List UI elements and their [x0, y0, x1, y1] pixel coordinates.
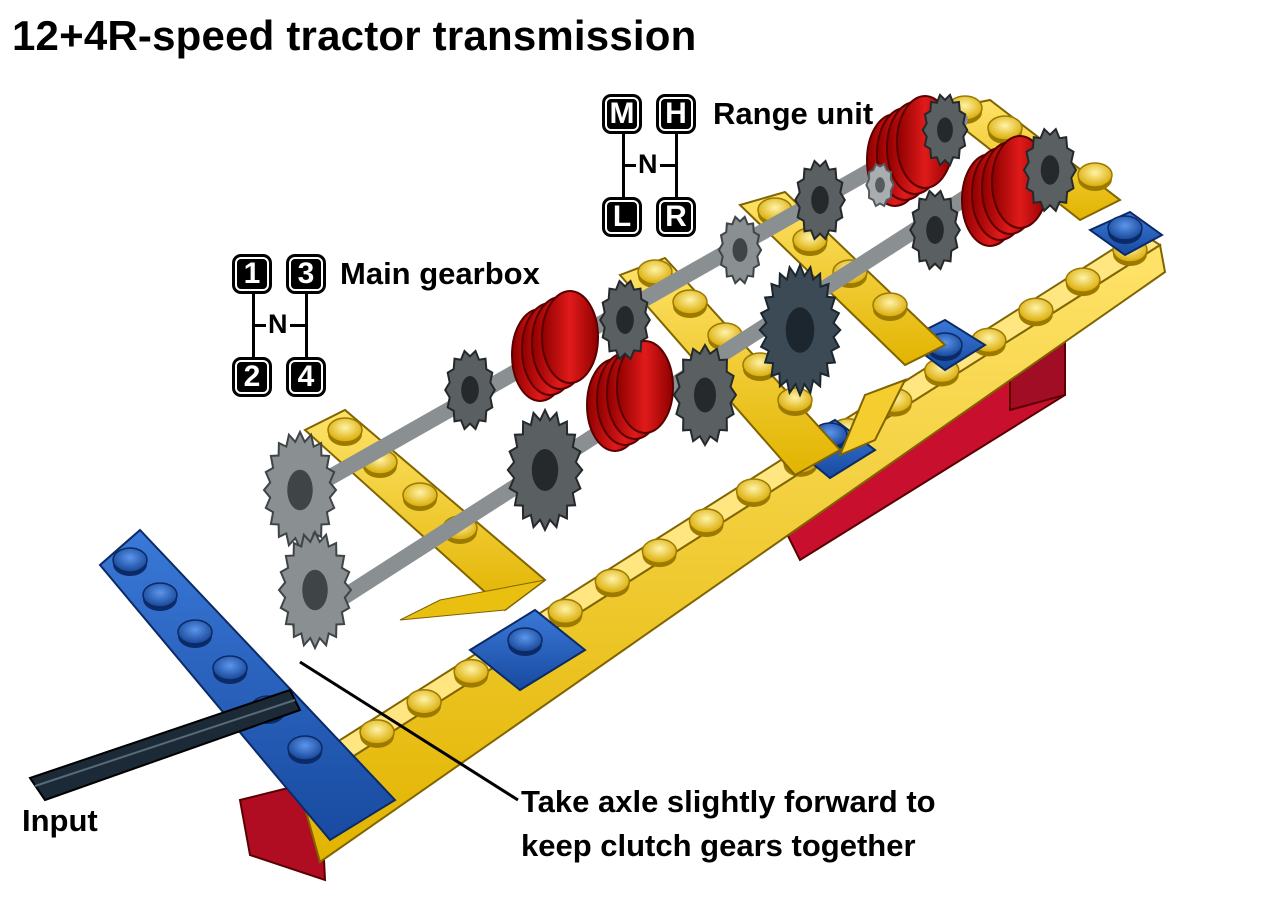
stud	[453, 658, 489, 688]
stud	[688, 508, 725, 538]
stud	[641, 538, 678, 568]
stud	[547, 598, 584, 628]
gear	[444, 349, 496, 431]
stud	[327, 417, 363, 446]
range-key-r: R	[656, 197, 696, 237]
gear	[758, 262, 842, 398]
stud	[212, 655, 248, 684]
range-neutral: N	[636, 149, 660, 179]
stud	[1077, 162, 1113, 191]
gear	[794, 159, 846, 241]
stud	[672, 289, 708, 318]
gear	[717, 215, 763, 285]
stud	[359, 719, 395, 748]
stud	[507, 627, 543, 656]
stud	[287, 735, 323, 764]
gears	[262, 93, 1078, 651]
stud	[777, 387, 813, 416]
stud	[735, 478, 772, 507]
range-key-h: H	[656, 94, 696, 134]
main-key-1: 1	[232, 254, 272, 294]
diagram-title: 12+4R-speed tractor transmission	[12, 12, 697, 59]
main-key-4: 4	[286, 357, 326, 397]
main-key-3: 3	[286, 254, 326, 294]
stud	[406, 689, 442, 718]
gear	[921, 93, 969, 167]
clutch-gear	[511, 290, 599, 402]
callout-leader-line	[299, 660, 519, 802]
callout-line-1: Take axle slightly forward to	[521, 784, 936, 819]
clutch-gear	[586, 340, 674, 452]
clutch-gear	[961, 135, 1049, 247]
gear	[506, 407, 584, 533]
gear	[262, 429, 338, 551]
gear	[865, 162, 895, 208]
stud	[1107, 215, 1143, 244]
stud	[1065, 267, 1101, 297]
gear	[277, 529, 353, 651]
shift-gate-line	[622, 124, 625, 214]
callout-note: Take axle slightly forward to keep clutc…	[521, 780, 936, 868]
stud	[872, 292, 908, 321]
shift-gate-line	[675, 124, 678, 214]
range-key-m: M	[602, 94, 642, 134]
main-key-2: 2	[232, 357, 272, 397]
main-gearbox-shift-pattern: N 1 3 2 4	[230, 254, 330, 398]
range-unit-shift-pattern: N M H L R	[600, 94, 700, 238]
stud	[594, 568, 631, 598]
input-label: Input	[22, 803, 98, 838]
main-neutral: N	[266, 309, 290, 339]
gear	[909, 189, 961, 271]
stud	[402, 482, 438, 511]
stud	[1018, 297, 1054, 327]
main-gearbox-label: Main gearbox	[340, 256, 540, 291]
stud	[142, 582, 178, 611]
stud	[177, 619, 213, 648]
gear	[672, 343, 738, 447]
stud	[112, 547, 148, 576]
shift-gate-line	[305, 284, 308, 374]
range-key-l: L	[602, 197, 642, 237]
range-unit-label: Range unit	[713, 96, 874, 131]
callout-line-2: keep clutch gears together	[521, 828, 916, 863]
gear	[599, 279, 651, 361]
gear	[1022, 127, 1078, 213]
stud	[637, 259, 673, 288]
shift-gate-line	[252, 284, 255, 374]
input-axle	[28, 688, 302, 802]
